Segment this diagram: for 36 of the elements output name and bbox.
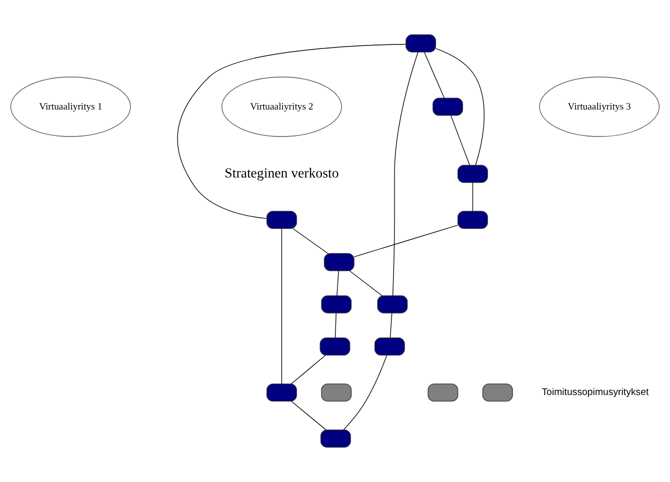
connector <box>291 400 326 430</box>
node-box <box>482 384 513 402</box>
node-box <box>432 98 464 116</box>
node-box <box>377 295 408 314</box>
connector <box>390 312 392 338</box>
node-box <box>406 34 436 52</box>
connector <box>450 115 470 166</box>
node-box <box>458 164 488 183</box>
connector <box>354 224 458 258</box>
node-box <box>324 253 354 272</box>
connector <box>436 48 484 166</box>
connector <box>343 354 388 430</box>
node-box <box>321 384 352 402</box>
connector <box>392 52 418 296</box>
node-box <box>266 384 297 402</box>
connector <box>472 182 474 212</box>
node-ellipse: Virtuaaliyritys 3 <box>539 76 660 137</box>
connector <box>177 44 406 219</box>
node-box <box>374 338 405 356</box>
node-box <box>320 430 351 448</box>
node-box <box>266 210 297 229</box>
connector <box>424 52 445 98</box>
connector <box>291 354 326 384</box>
node-box <box>320 338 350 356</box>
connector <box>349 270 382 296</box>
connector <box>281 228 282 384</box>
connector <box>336 270 339 296</box>
node-box <box>428 384 458 402</box>
label: Strateginen verkosto <box>224 165 339 180</box>
label: Toimitussopimusyritykset <box>542 387 649 398</box>
node-box <box>458 210 488 229</box>
node-box <box>321 295 352 314</box>
node-ellipse: Virtuaaliyritys 2 <box>222 76 342 137</box>
connector <box>334 312 336 338</box>
connector <box>292 228 328 254</box>
node-ellipse: Virtuaaliyritys 1 <box>10 76 131 137</box>
